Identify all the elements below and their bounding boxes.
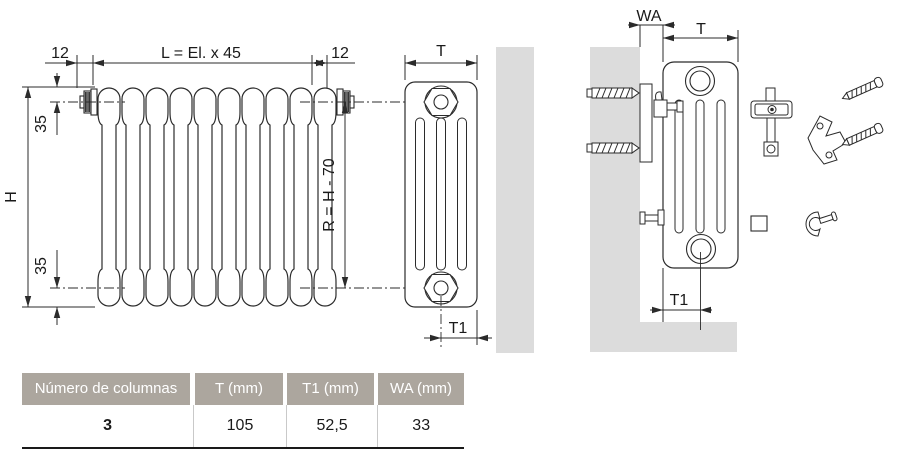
radiator-elements <box>97 87 337 307</box>
wall-with-base <box>590 47 737 352</box>
wall-strip <box>496 47 534 353</box>
table-header-wa: WA (mm) <box>378 373 464 405</box>
clip-with-screw <box>805 211 838 237</box>
table-value-columns: 3 <box>22 405 195 447</box>
mounted-bushings <box>684 65 717 265</box>
table-value-t: 105 <box>194 405 287 447</box>
dim-label-tap-depth: T1 <box>449 320 468 337</box>
mounting-screw-bottom <box>839 121 885 150</box>
spec-table-header-row: Número de columnas T (mm) T1 (mm) WA (mm… <box>22 373 464 405</box>
height-dimension <box>22 86 95 308</box>
dim-label-mounted-tap-depth: T1 <box>670 292 689 309</box>
front-view: 12 L = El. x 45 12 H 35 35 R <box>3 45 463 325</box>
square-washer <box>750 215 768 232</box>
mounted-slots <box>674 99 726 234</box>
dim-label-mounted-depth: T <box>696 21 706 38</box>
dim-label-offset-right: 12 <box>331 45 349 62</box>
dim-label-axis-height: R = H - 70 <box>321 158 338 231</box>
table-header-t: T (mm) <box>195 373 283 405</box>
wall-anchor-bottom <box>586 142 640 154</box>
hook-bracket <box>807 115 847 165</box>
spec-table: Número de columnas T (mm) T1 (mm) WA (mm… <box>22 373 464 449</box>
wall-anchor-top <box>586 87 640 99</box>
dim-label-height: H <box>3 191 20 203</box>
dim-label-tap-bottom: 35 <box>33 257 50 275</box>
spec-table-value-row: 3 105 52,5 33 <box>22 405 464 449</box>
table-header-t1: T1 (mm) <box>287 373 374 405</box>
dim-label-offset-left: 12 <box>51 45 69 62</box>
technical-drawing: 12 L = El. x 45 12 H 35 35 R <box>3 8 885 353</box>
wall-mount-view: WA T T1 <box>586 8 885 352</box>
table-value-wa: 33 <box>412 417 431 434</box>
side-view: T T1 <box>404 43 534 353</box>
bottom-bushing <box>423 271 459 305</box>
dim-label-wall-distance: WA <box>636 8 662 25</box>
top-bushing <box>423 85 459 119</box>
dim-label-length: L = El. x 45 <box>161 45 241 62</box>
side-slots <box>415 117 467 271</box>
lower-pin <box>639 209 665 226</box>
mounting-bracket <box>639 83 684 163</box>
mounted-depth-dimension <box>663 30 739 62</box>
dim-label-tap-top: 35 <box>33 115 50 133</box>
mounting-screw-top <box>839 75 885 104</box>
dim-label-depth: T <box>436 43 446 60</box>
table-header-columns: Número de columnas <box>22 373 190 405</box>
depth-dimension <box>404 55 478 80</box>
cross-pin-bracket <box>750 87 793 157</box>
table-value-t1: 52,5 <box>287 405 379 447</box>
